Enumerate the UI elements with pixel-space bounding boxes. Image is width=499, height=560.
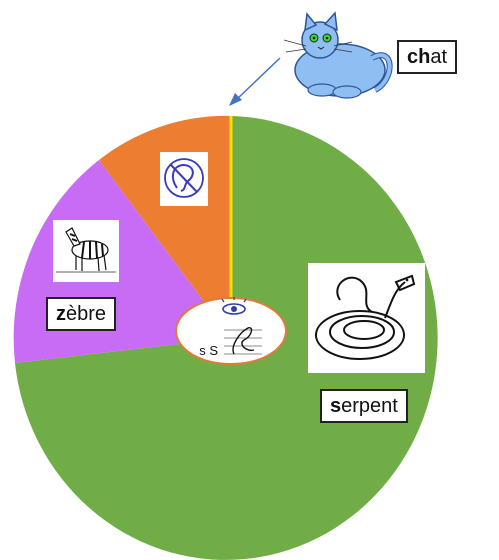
word-zebre-grapheme: z — [56, 303, 66, 325]
word-zebre-rest: èbre — [66, 303, 107, 325]
snake-picture — [308, 263, 425, 373]
handwriting-icon — [224, 327, 262, 355]
center-emblem: s S — [175, 297, 287, 365]
slice-serpent — [15, 116, 438, 560]
word-chat: chat — [397, 40, 458, 74]
word-chat-grapheme: ch — [407, 46, 431, 68]
center-letters: s S — [199, 343, 218, 358]
cat-illustration — [283, 11, 393, 99]
word-serpent-grapheme: s — [330, 395, 342, 417]
arrow — [229, 57, 281, 106]
crossed-ear-icon — [160, 152, 208, 206]
zebra-picture — [53, 220, 119, 282]
word-zebre: zèbre — [46, 297, 117, 331]
eye-icon — [221, 297, 247, 315]
word-serpent: serpent — [320, 389, 408, 423]
word-serpent-rest: erpent — [341, 395, 398, 417]
word-chat-rest: at — [430, 46, 448, 68]
